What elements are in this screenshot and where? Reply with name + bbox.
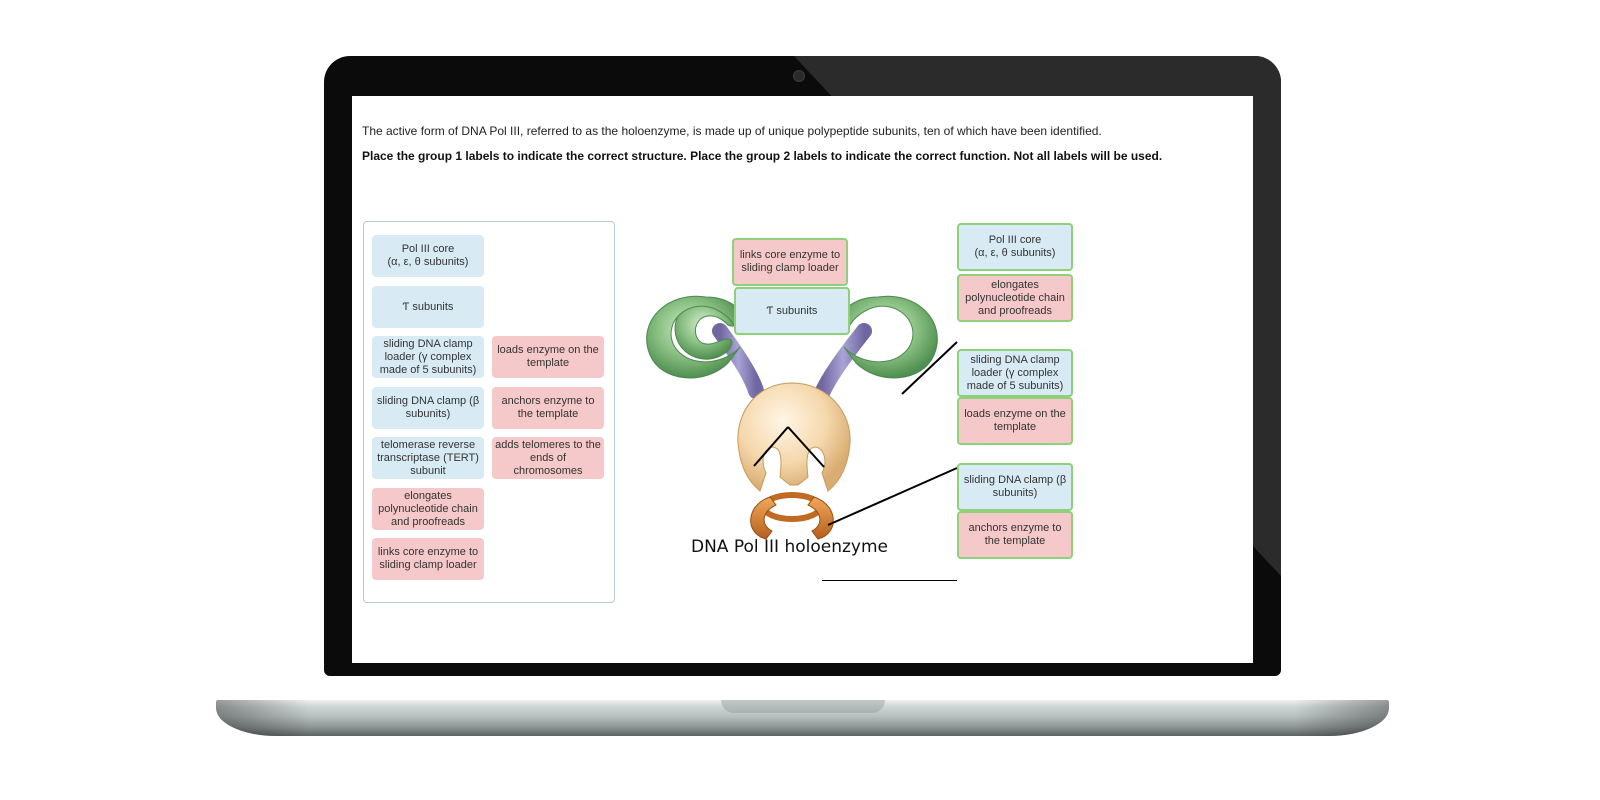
label-text: elongates polynucleotide chain and proof… (378, 489, 478, 528)
bank-label-sliding-clamp[interactable]: sliding DNA clamp (β subunits) (372, 387, 484, 429)
bank-label-tau-subunits[interactable]: Ƭ subunits (372, 286, 484, 328)
base-shading (216, 700, 1389, 736)
clamp-loader-body (737, 382, 851, 492)
label-text: loads enzyme on the template (497, 344, 599, 369)
drop-zone-core-function[interactable]: elongates polynucleotide chain and proof… (957, 274, 1073, 322)
label-text: sliding DNA clamp (β subunits) (963, 474, 1067, 499)
bank-label-adds-telomeres[interactable]: adds telomeres to the ends of chromosome… (492, 437, 604, 479)
leader-line-clamp-loader (827, 467, 958, 526)
holoenzyme-illustration (646, 295, 958, 581)
drop-zone-top-function[interactable]: links core enzyme to sliding clamp loade… (732, 238, 848, 286)
label-text: Pol III core (401, 243, 455, 255)
bank-label-tert[interactable]: telomerase reverse transcriptase (TERT) … (372, 437, 484, 479)
label-text: loads enzyme on the template (964, 408, 1066, 433)
bank-label-clamp-loader[interactable]: sliding DNA clamp loader (γ complex made… (372, 336, 484, 378)
drop-zone-clamp-loader-function[interactable]: loads enzyme on the template (957, 397, 1073, 445)
label-text: sliding DNA clamp loader (γ complex made… (379, 337, 477, 376)
leader-line-tau-left (753, 426, 789, 467)
bank-label-anchors-enzyme[interactable]: anchors enzyme to the template (492, 387, 604, 429)
screen: The active form of DNA Pol III, referred… (352, 96, 1253, 663)
label-text: adds telomeres to the ends of chromosome… (495, 438, 601, 477)
laptop-lid: The active form of DNA Pol III, referred… (324, 56, 1281, 676)
drop-zone-clamp-function[interactable]: anchors enzyme to the template (957, 511, 1073, 559)
pol3-core-right-outer (841, 295, 938, 379)
label-text: anchors enzyme to the template (501, 395, 595, 420)
label-text: anchors enzyme to the template (968, 522, 1062, 547)
bank-label-links-core[interactable]: links core enzyme to sliding clamp loade… (372, 538, 484, 580)
label-text-sub: (α, ε, θ subunits) (387, 256, 469, 268)
label-text-sub: (α, ε, θ subunits) (974, 247, 1056, 259)
bank-label-elongates[interactable]: elongates polynucleotide chain and proof… (372, 488, 484, 530)
label-text: links core enzyme to sliding clamp loade… (377, 546, 479, 571)
label-text: sliding DNA clamp (β subunits) (376, 395, 480, 420)
bank-label-loads-enzyme[interactable]: loads enzyme on the template (492, 336, 604, 378)
label-text: Pol III core (988, 234, 1042, 246)
question-intro: The active form of DNA Pol III, referred… (362, 124, 1102, 138)
pol3-core-left-outer (646, 295, 743, 379)
label-text: sliding DNA clamp loader (γ complex made… (966, 353, 1064, 392)
sliding-clamp-right (807, 496, 834, 540)
label-text: Ƭ subunits (766, 304, 818, 317)
label-text: elongates polynucleotide chain and proof… (965, 278, 1065, 317)
drop-zone-clamp-loader-structure[interactable]: sliding DNA clamp loader (γ complex made… (957, 349, 1073, 397)
label-text: telomerase reverse transcriptase (TERT) … (377, 438, 479, 477)
drop-zone-core-structure[interactable]: Pol III core(α, ε, θ subunits) (957, 223, 1073, 271)
tau-stalk-left (712, 323, 764, 399)
pol3-core-left (674, 300, 737, 360)
label-text: Ƭ subunits (402, 300, 454, 313)
drop-zone-top-structure[interactable]: Ƭ subunits (734, 287, 850, 335)
laptop-base (216, 700, 1389, 736)
leader-line-tau-right (787, 426, 825, 468)
label-bank: Pol III core(α, ε, θ subunits) Ƭ subunit… (363, 221, 615, 603)
sliding-clamp-left (750, 496, 777, 540)
question-instructions: Place the group 1 labels to indicate the… (362, 149, 1163, 163)
drop-zone-clamp-structure[interactable]: sliding DNA clamp (β subunits) (957, 463, 1073, 511)
leader-line-core (901, 341, 958, 395)
trackpad-notch (721, 700, 885, 713)
holoenzyme-diagram: DNA Pol III holoenzyme links core enzyme… (632, 221, 1112, 581)
diagram-caption: DNA Pol III holoenzyme (691, 537, 888, 557)
webcam-icon (793, 70, 805, 82)
bank-label-pol3-core[interactable]: Pol III core(α, ε, θ subunits) (372, 235, 484, 277)
label-text: links core enzyme to sliding clamp loade… (739, 249, 841, 274)
tau-stalk-right (814, 323, 872, 401)
